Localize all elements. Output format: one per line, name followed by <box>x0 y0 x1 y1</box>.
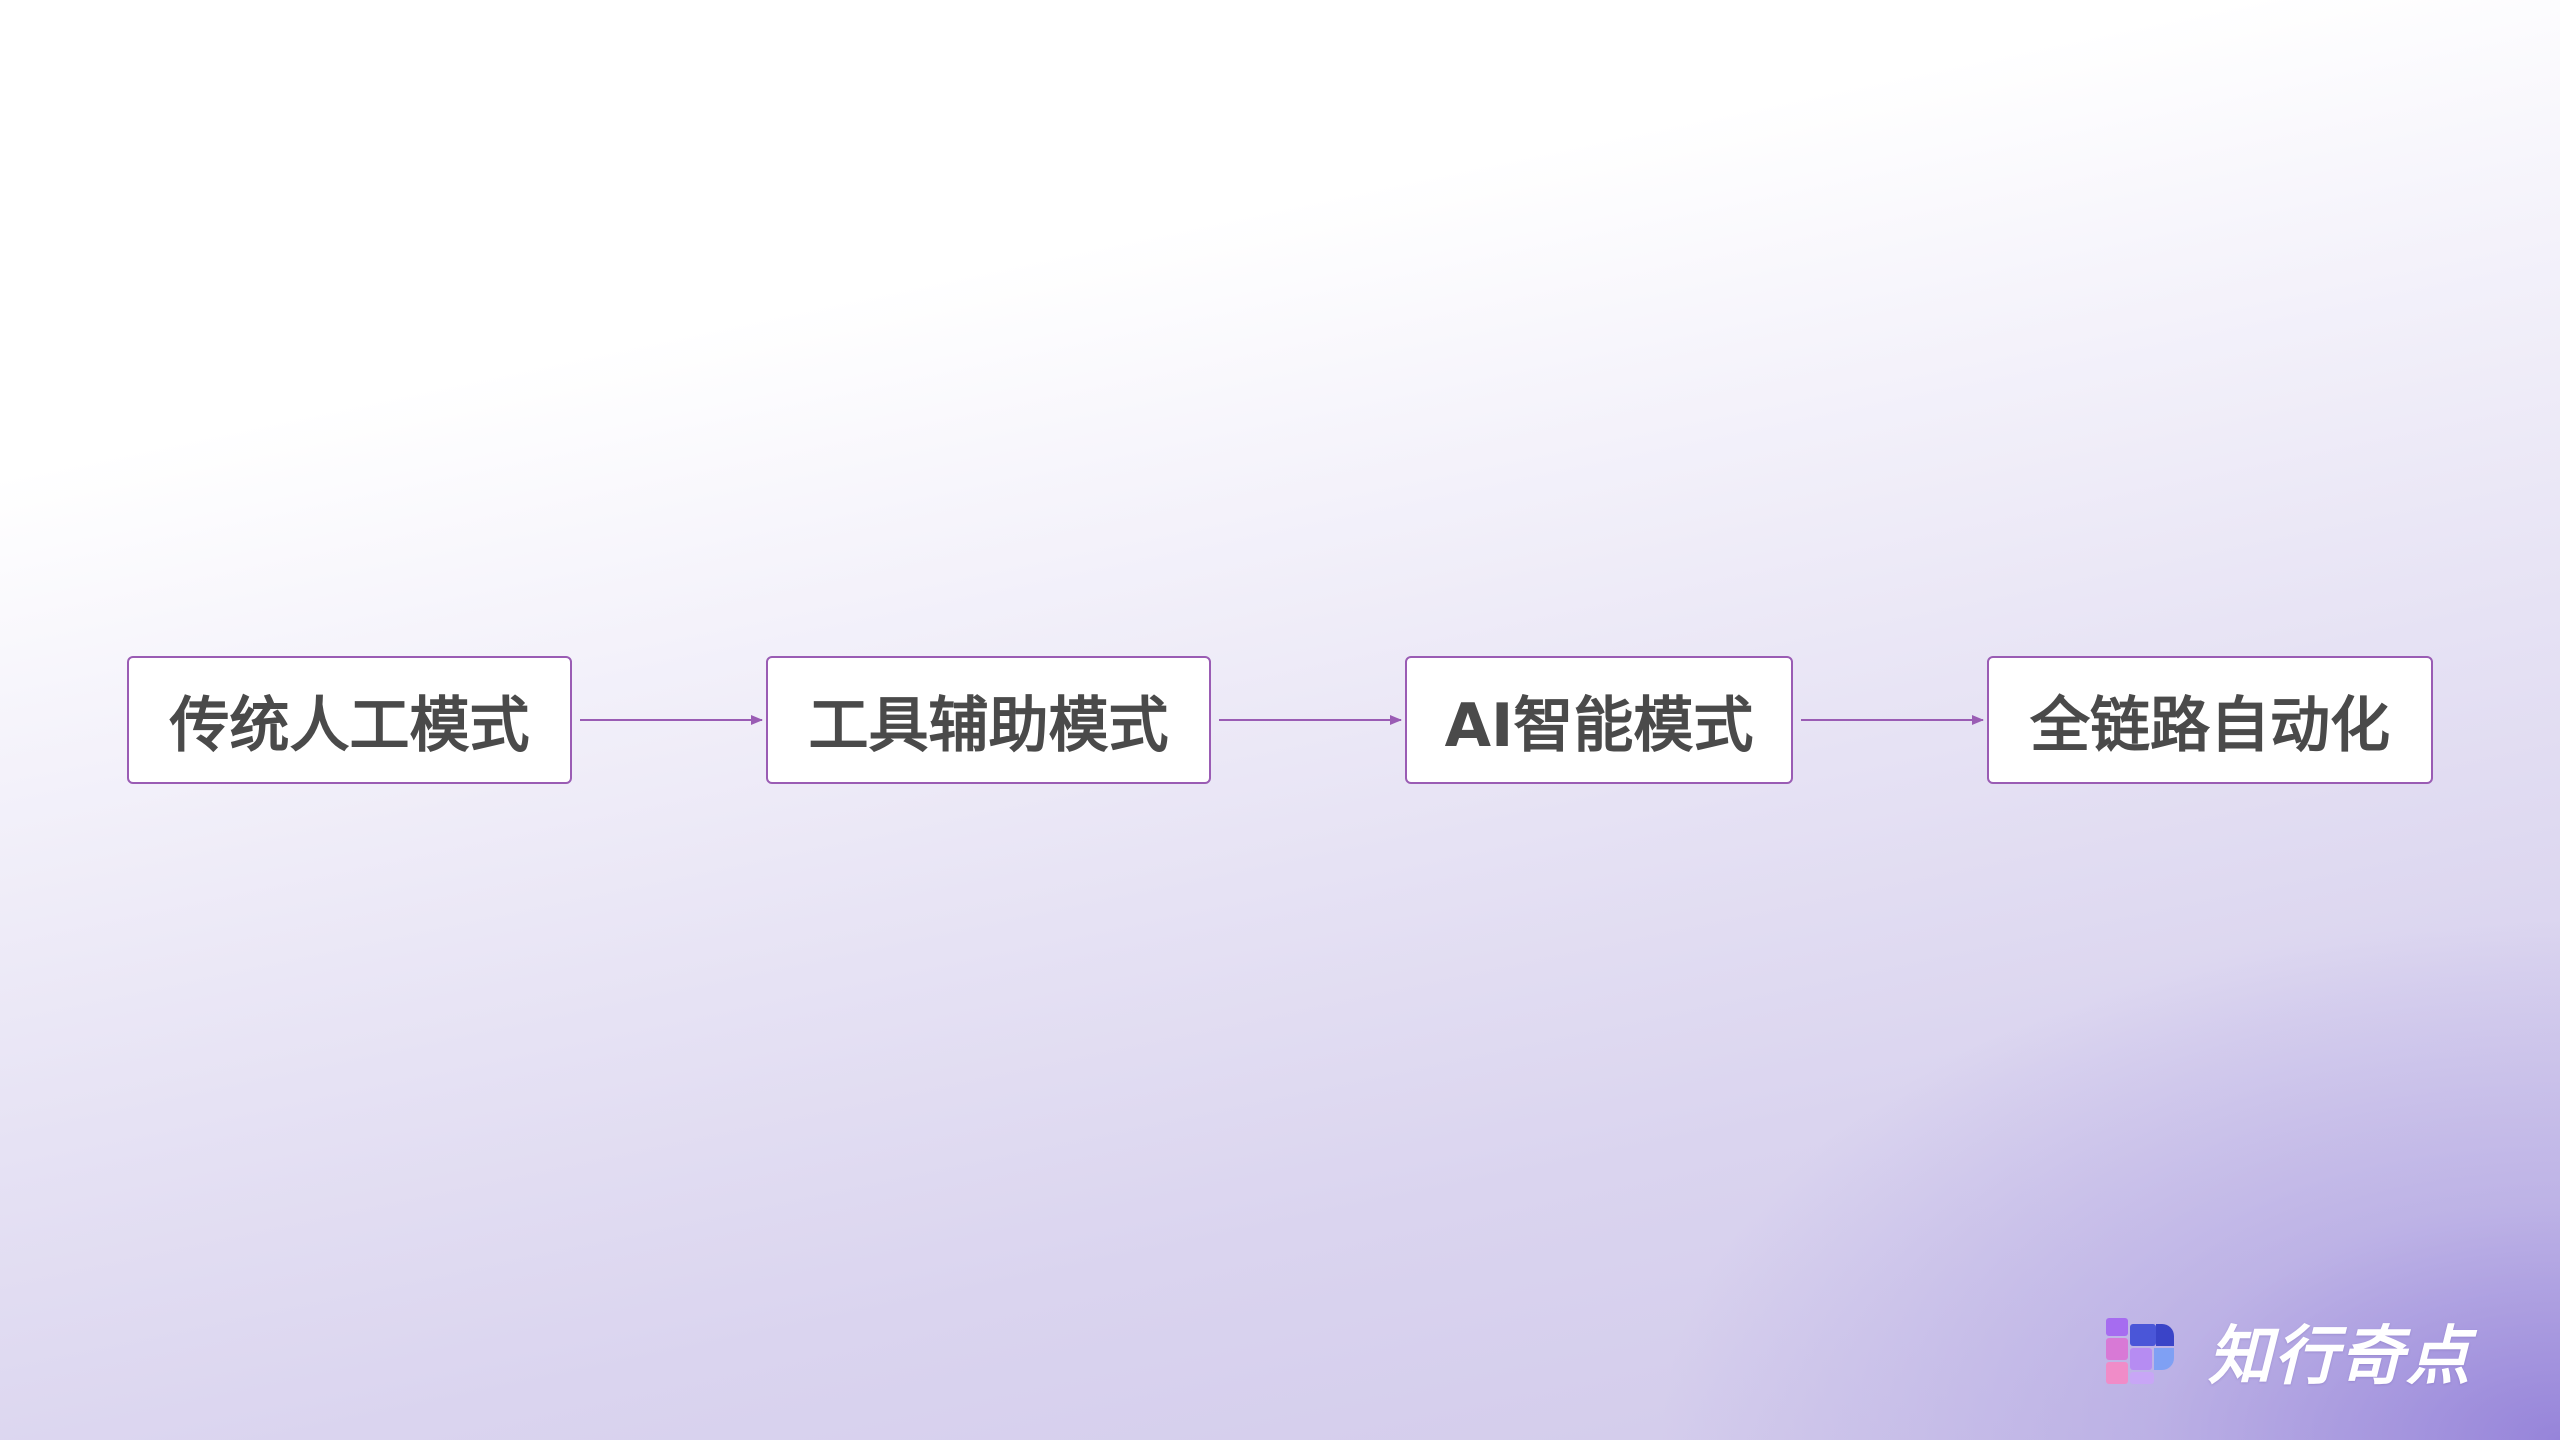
flow-node-label: 工具辅助模式 <box>808 690 1169 761</box>
flow-node-label: 传统人工模式 <box>169 690 530 761</box>
flow-node-label: AI智能模式 <box>1444 690 1754 761</box>
brand-name: 知行奇点 <box>2208 1320 2472 1394</box>
flow-node-ai-intelligent: AI智能模式 <box>1405 656 1793 784</box>
flow-node-full-chain-automation: 全链路自动化 <box>1987 656 2433 784</box>
brand-logo-icon <box>2106 1318 2174 1384</box>
flow-node-traditional-manual: 传统人工模式 <box>127 656 572 784</box>
flow-node-tool-assisted: 工具辅助模式 <box>766 656 1211 784</box>
flow-node-label: 全链路自动化 <box>2030 690 2390 761</box>
brand-watermark: 知行奇点 <box>2100 1312 2472 1394</box>
